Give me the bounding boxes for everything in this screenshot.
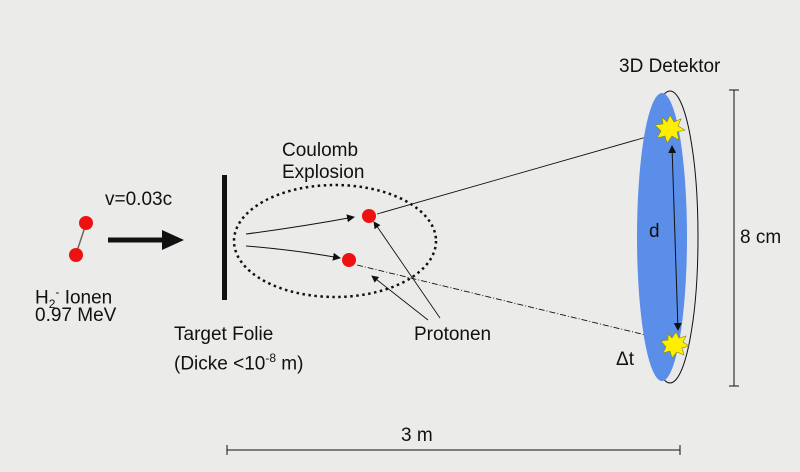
ion-superscript: - bbox=[55, 285, 60, 299]
ion-particle-bottom bbox=[69, 248, 83, 262]
detector-size-label: 8 cm bbox=[740, 227, 782, 248]
target-label-line1: Target Folie bbox=[174, 324, 274, 345]
target-label-line2: (Dicke <10-8 m) bbox=[174, 347, 303, 375]
velocity-label: v=0.03c bbox=[105, 189, 173, 210]
proton-path-lower bbox=[245, 245, 341, 261]
beam-arrow-head bbox=[162, 230, 184, 250]
proton-upper bbox=[362, 209, 376, 223]
ion-word: Ionen bbox=[59, 287, 113, 309]
proton-path-upper bbox=[245, 214, 355, 235]
target-thickness-prefix: (Dicke <10 bbox=[174, 353, 266, 375]
target-foil bbox=[222, 175, 227, 300]
flight-path-upper bbox=[376, 132, 658, 215]
ion-label: H2- Ionen bbox=[35, 281, 112, 315]
detector-title-label: 3D Detektor bbox=[619, 56, 721, 77]
coulomb-label-line2: Explosion bbox=[282, 162, 365, 183]
coulomb-explosion-region bbox=[232, 183, 438, 299]
proton-lower bbox=[342, 253, 356, 267]
hit-marker-lower bbox=[660, 331, 690, 359]
flight-length-label: 3 m bbox=[401, 425, 433, 446]
delta-t-label: Δt bbox=[616, 349, 634, 370]
ion-subscript: 2 bbox=[48, 297, 56, 312]
hit-marker-upper bbox=[654, 114, 686, 144]
target-thickness-suffix: m) bbox=[276, 353, 304, 375]
distance-d-label: d bbox=[649, 221, 660, 242]
protons-label: Protonen bbox=[414, 324, 492, 345]
ion-energy-label: 0.97 MeV bbox=[35, 305, 117, 326]
flight-path-lower bbox=[356, 264, 659, 341]
ion-symbol: H bbox=[35, 287, 49, 309]
distance-d-arrow bbox=[668, 145, 682, 331]
coulomb-label-line1: Coulomb bbox=[282, 140, 359, 161]
target-thickness-exponent: -8 bbox=[265, 351, 277, 365]
protons-pointer-lower bbox=[371, 275, 429, 321]
protons-pointer-upper bbox=[373, 221, 441, 319]
ion-particle-top bbox=[79, 216, 93, 230]
